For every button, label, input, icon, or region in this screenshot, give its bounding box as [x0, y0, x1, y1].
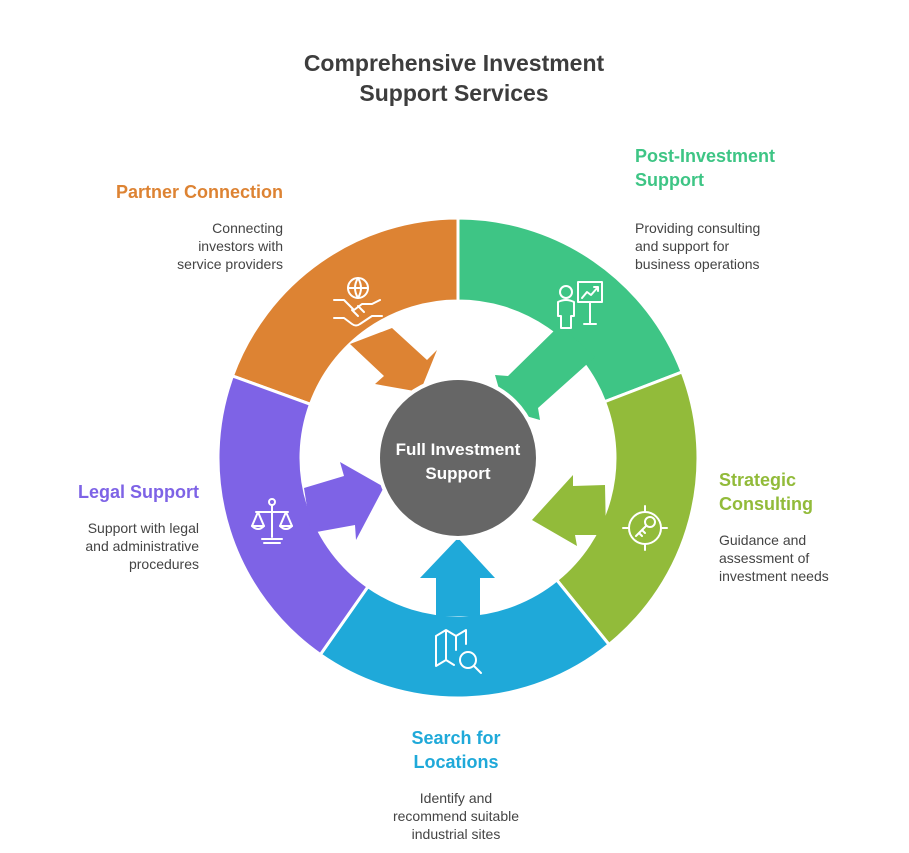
- description-search-for-locations: Identify and recommend suitable industri…: [356, 789, 556, 843]
- scales-icon: [251, 498, 293, 544]
- description-line: recommend suitable: [392, 808, 520, 824]
- segment-strategic-consulting[interactable]: [554, 370, 700, 647]
- description-line: industrial sites: [411, 826, 501, 842]
- title-line-1: Comprehensive Investment: [303, 50, 605, 76]
- segment-legal-support[interactable]: [216, 373, 371, 657]
- description-line: Identify and: [419, 790, 493, 806]
- center-label: Full Investment Support: [370, 438, 546, 486]
- heading-partner-connection: Partner Connection: [116, 180, 283, 204]
- description-line: investment needs: [719, 568, 829, 584]
- arrow-legal-support: [304, 462, 384, 540]
- description-partner-connection: Connecting investors with service provid…: [177, 219, 283, 273]
- heading-line: Partner Connection: [115, 182, 283, 202]
- description-legal-support: Support with legal and administrative pr…: [85, 519, 199, 573]
- page-title: Comprehensive Investment Support Service…: [254, 48, 654, 108]
- description-line: and administrative: [85, 538, 199, 554]
- heading-line: Post-Investment: [635, 146, 776, 166]
- description-line: and support for: [635, 238, 730, 254]
- description-line: Providing consulting: [635, 220, 761, 236]
- arrow-partner-connection: [350, 328, 437, 392]
- heading-legal-support: Legal Support: [78, 480, 199, 504]
- heading-line: Consulting: [719, 494, 813, 514]
- description-line: assessment of: [719, 550, 810, 566]
- arrow-post-investment-support: [495, 325, 595, 420]
- description-line: Connecting: [212, 220, 283, 236]
- description-line: procedures: [128, 556, 199, 572]
- arrow-search-for-locations: [420, 538, 495, 616]
- heading-line: Legal Support: [78, 482, 199, 502]
- description-strategic-consulting: Guidance and assessment of investment ne…: [719, 531, 829, 585]
- heading-strategic-consulting: Strategic Consulting: [719, 468, 813, 516]
- heading-line: Strategic: [719, 470, 797, 490]
- center-circle: [376, 376, 540, 540]
- center-label-line-1: Full Investment: [395, 440, 521, 459]
- heading-line: Locations: [413, 752, 499, 772]
- description-line: business operations: [635, 256, 760, 272]
- handshake-globe-icon: [333, 277, 383, 327]
- heading-post-investment-support: Post-Investment Support: [635, 144, 775, 192]
- target-key-icon: [622, 505, 668, 551]
- heading-search-for-locations: Search for Locations: [356, 726, 556, 774]
- center-label-line-2: Support: [425, 464, 491, 483]
- presenter-chart-icon: [557, 281, 603, 329]
- segment-search-for-locations[interactable]: [318, 577, 612, 700]
- description-line: investors with: [198, 238, 283, 254]
- description-line: service providers: [177, 256, 283, 272]
- description-line: Support with legal: [87, 520, 199, 536]
- map-search-icon: [435, 629, 482, 674]
- heading-line: Support: [635, 170, 704, 190]
- description-line: Guidance and: [719, 532, 807, 548]
- heading-line: Search for: [411, 728, 501, 748]
- arrow-strategic-consulting: [532, 475, 606, 546]
- description-post-investment-support: Providing consulting and support for bus…: [635, 219, 760, 273]
- title-line-2: Support Services: [359, 80, 549, 106]
